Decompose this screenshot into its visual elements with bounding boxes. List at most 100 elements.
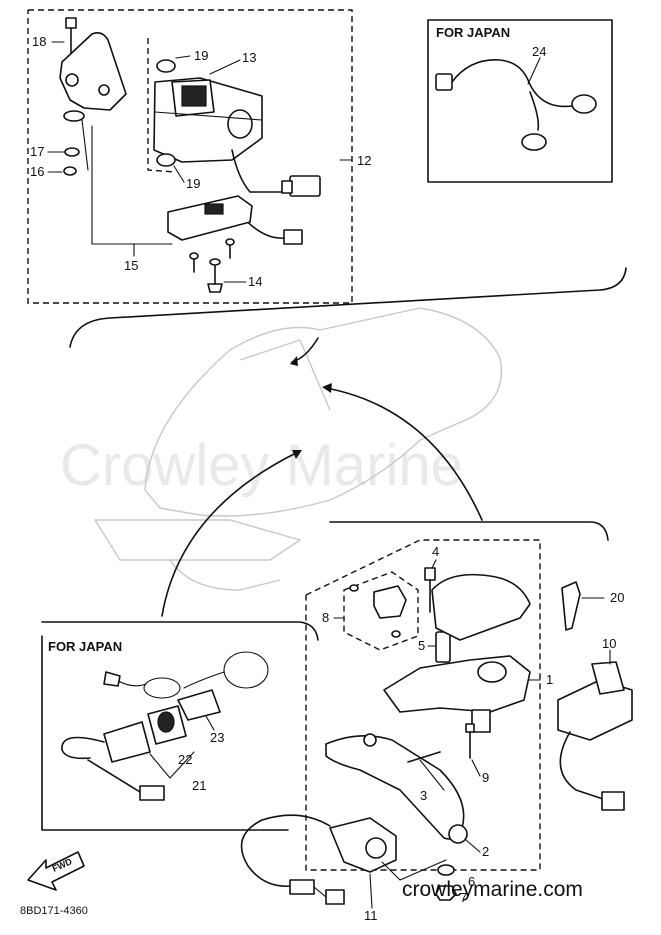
relay-connector <box>601 791 625 811</box>
sensor-part-11 <box>240 814 397 905</box>
top-left-dashed-frame <box>27 9 353 304</box>
lever-pivot <box>363 733 377 747</box>
japan-inset-bottom: FOR JAPAN <box>41 635 289 831</box>
arrow-head-2 <box>322 383 332 393</box>
callout-6: 6 <box>468 874 475 889</box>
callout-10: 10 <box>602 636 616 651</box>
divider-curve-top <box>69 267 627 348</box>
switch-box-part-13 <box>153 77 263 163</box>
japan-inset-top: FOR JAPAN <box>427 19 613 183</box>
mount-bracket <box>59 32 127 111</box>
callout-18: 18 <box>32 34 46 49</box>
arrow-head-3 <box>292 450 302 459</box>
relay-part-10 <box>557 649 633 811</box>
key-cap-part-23 <box>177 689 221 721</box>
screw-part-14 <box>207 283 223 293</box>
switch-housing <box>103 721 151 763</box>
callout-14: 14 <box>248 274 262 289</box>
callout-5: 5 <box>418 638 425 653</box>
bracket-hole-2 <box>98 84 110 96</box>
callout-7: 7 <box>460 890 467 905</box>
callout-16: 16 <box>30 164 44 179</box>
japan-wire-24 <box>451 59 573 108</box>
callout-3: 3 <box>420 788 427 803</box>
connector <box>289 175 321 197</box>
leader-to-japan <box>161 451 299 617</box>
screw-part-4 <box>424 567 436 581</box>
divider-curve-left <box>41 621 319 641</box>
callout-15: 15 <box>124 258 138 273</box>
japan-socket-right <box>571 94 597 114</box>
top-left-assembly-group <box>27 9 353 304</box>
japan-inset-top-title: FOR JAPAN <box>436 25 510 40</box>
grommet-part-19-bottom <box>156 153 176 167</box>
cover-part-15 <box>167 195 253 241</box>
switch-connector <box>139 785 165 801</box>
callout-17: 17 <box>30 144 44 159</box>
japan-inset-bottom-title: FOR JAPAN <box>48 639 122 654</box>
rubber-washer <box>63 110 85 122</box>
inner-dashed-bracket <box>147 38 176 173</box>
callout-24: 24 <box>532 44 546 59</box>
washer-part-6 <box>437 864 455 876</box>
callout-20: 20 <box>610 590 624 605</box>
japan-inset-bottom-frame <box>41 635 289 831</box>
callout-12: 12 <box>357 153 371 168</box>
site-url: crowleymarine.com <box>402 878 583 901</box>
forward-arrow-icon: FWD <box>27 851 85 891</box>
callout-19-bottom: 19 <box>186 176 200 191</box>
divider-curve-bottom <box>329 521 609 541</box>
drawing-code: 8BD171-4360 <box>20 905 88 917</box>
leader-3 <box>419 759 445 791</box>
japan-cap <box>521 133 547 151</box>
connector-cap <box>281 180 293 194</box>
lever-dashed-frame <box>305 539 541 871</box>
callout-9: 9 <box>482 770 489 785</box>
leader-15 <box>91 125 173 245</box>
japan-inset-top-frame <box>427 19 613 183</box>
callout-19-top: 19 <box>194 48 208 63</box>
washer-part-17 <box>64 147 80 157</box>
screw-part-3 <box>407 751 441 763</box>
callout-23: 23 <box>210 730 224 745</box>
part-8-block <box>373 585 407 619</box>
sensor-plug <box>325 889 345 905</box>
grommet-part-19-top <box>156 59 176 73</box>
spacer-part-5 <box>435 631 451 663</box>
lever-bracket-body <box>383 655 531 713</box>
callout-2: 2 <box>482 844 489 859</box>
bracket-leg <box>471 709 491 733</box>
callout-21: 21 <box>192 778 206 793</box>
part-8-frame <box>343 571 419 651</box>
lever-knob <box>448 824 468 844</box>
lever-cover <box>431 573 531 641</box>
japan-plug-left <box>435 73 453 91</box>
band-part-20 <box>561 581 581 631</box>
wire-harness <box>231 149 293 193</box>
lanyard-loop <box>223 651 269 689</box>
nut-part-7 <box>435 885 457 901</box>
callout-8: 8 <box>322 610 329 625</box>
nut-part-16 <box>63 166 77 176</box>
callout-1: 1 <box>546 672 553 687</box>
lanyard-ring <box>143 677 181 699</box>
small-connector <box>283 229 303 245</box>
sensor-connector <box>289 879 315 895</box>
cover-terminal <box>204 203 224 215</box>
screw-part-9-head <box>465 723 475 733</box>
throttle-lever-assembly <box>305 539 541 871</box>
japan-wire-branch <box>529 91 540 131</box>
callout-13: 13 <box>242 50 256 65</box>
callout-11: 11 <box>364 908 378 923</box>
switch-wire <box>61 736 105 760</box>
arrow-head-1 <box>290 356 298 366</box>
lanyard-cord <box>183 671 225 689</box>
callout-labels: 18 19 13 17 16 19 12 15 14 24 4 8 5 20 1… <box>30 34 624 923</box>
callout-22: 22 <box>178 752 192 767</box>
watermark-text: Crowley Marine <box>60 433 463 498</box>
leader-21 <box>149 751 195 779</box>
leader-6-7 <box>381 859 447 881</box>
bracket-hole <box>65 73 79 87</box>
